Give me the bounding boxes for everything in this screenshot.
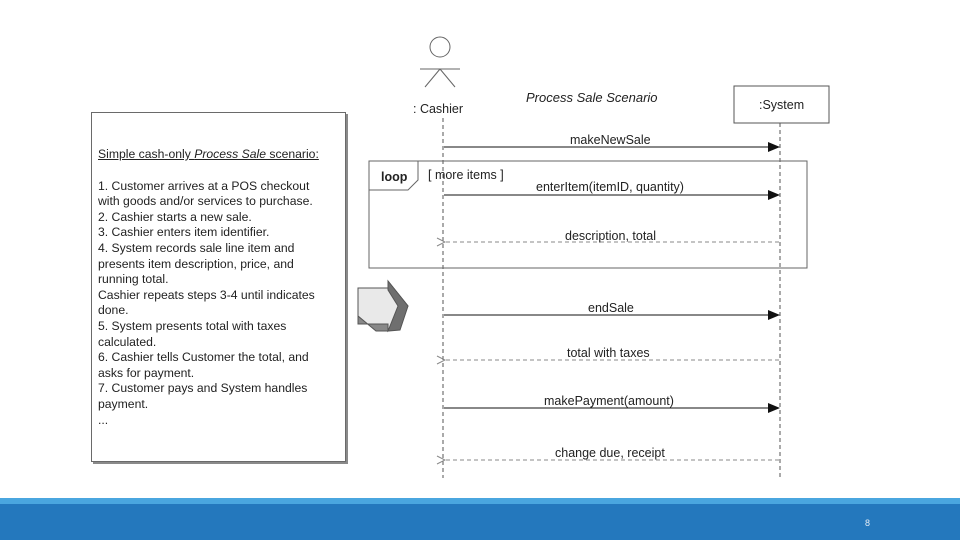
scenario-title-italic: Process Sale	[194, 147, 266, 161]
scenario-line: payment.	[98, 396, 149, 411]
return-label-description-total: description, total	[565, 229, 657, 243]
message-label-make-new-sale: makeNewSale	[570, 133, 651, 147]
page-number: 8	[865, 518, 871, 528]
scenario-line: running total.	[98, 272, 169, 287]
scenario-line: presents item description, price, and	[98, 256, 294, 271]
scenario-line: 6. Cashier tells Customer the total, and	[98, 350, 309, 365]
scenario-box: Simple cash-only Process Sale scenario: …	[91, 112, 346, 462]
scenario-line: asks for payment.	[98, 365, 195, 380]
scenario-line: calculated.	[98, 334, 157, 349]
scenario-text: Simple cash-only Process Sale scenario: …	[98, 147, 343, 428]
loop-frame	[368, 160, 808, 269]
scenario-title-suffix: scenario:	[266, 147, 319, 161]
diagram-title: Process Sale Scenario	[526, 90, 658, 105]
system-object-box	[733, 85, 830, 124]
scenario-line: done.	[98, 303, 129, 318]
footer-bar	[0, 504, 960, 540]
scenario-line: 5. System presents total with taxes	[98, 318, 287, 333]
return-label-change-due: change due, receipt	[555, 446, 665, 460]
message-label-enter-item: enterItem(itemID, quantity)	[536, 180, 684, 194]
scenario-line: 3. Cashier enters item identifier.	[98, 225, 270, 240]
scenario-line: 2. Cashier starts a new sale.	[98, 209, 252, 224]
system-label: :System	[759, 98, 805, 112]
scenario-line: with goods and/or services to purchase.	[98, 194, 313, 209]
scenario-line: 1. Customer arrives at a POS checkout	[98, 178, 310, 193]
scenario-line: Cashier repeats steps 3-4 until indicate…	[98, 287, 315, 302]
scenario-line: 4. System records sale line item and	[98, 240, 295, 255]
scenario-title: Simple cash-only Process Sale scenario:	[98, 147, 343, 163]
actor-label: : Cashier	[413, 102, 464, 116]
footer-accent-strip	[0, 498, 960, 504]
scenario-title-prefix: Simple cash-only	[98, 147, 195, 161]
block-arrow-icon	[357, 279, 409, 333]
message-label-end-sale: endSale	[588, 301, 634, 315]
message-label-make-payment: makePayment(amount)	[544, 394, 674, 408]
scenario-line: ...	[98, 412, 109, 427]
cashier-actor-icon	[420, 36, 460, 88]
loop-label: loop	[381, 170, 408, 184]
loop-guard: [ more items ]	[428, 168, 504, 182]
return-label-total-with-taxes: total with taxes	[567, 346, 650, 360]
scenario-line: 7. Customer pays and System handles	[98, 381, 308, 396]
